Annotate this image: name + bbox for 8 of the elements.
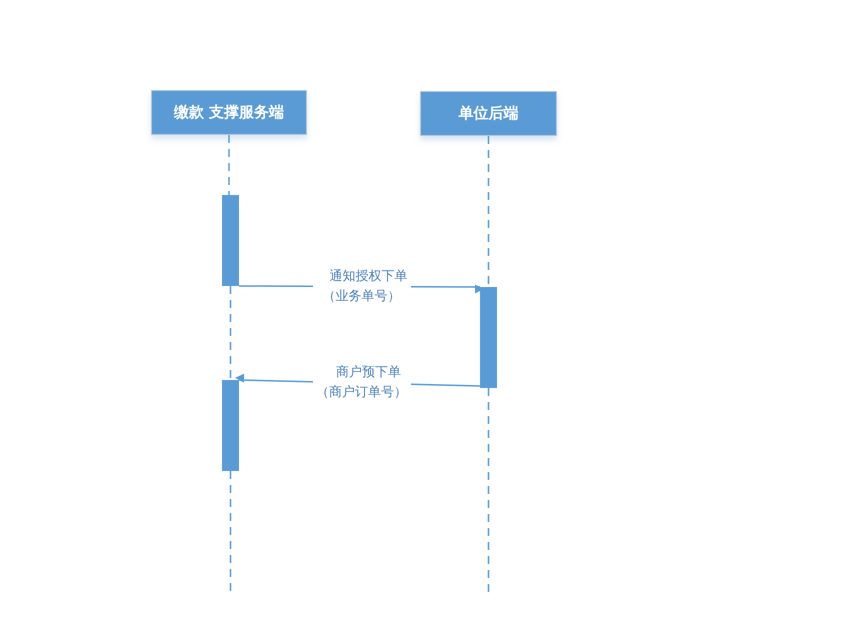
activation-bar xyxy=(480,287,497,388)
lifeline xyxy=(488,136,490,287)
activation-bar xyxy=(222,195,239,286)
participant-box: 单位后端 xyxy=(420,91,557,136)
activation-bar xyxy=(222,380,239,471)
lifeline xyxy=(230,286,232,380)
lifeline xyxy=(228,135,230,195)
participant-box: 缴款 支撑服务端 xyxy=(151,90,307,135)
